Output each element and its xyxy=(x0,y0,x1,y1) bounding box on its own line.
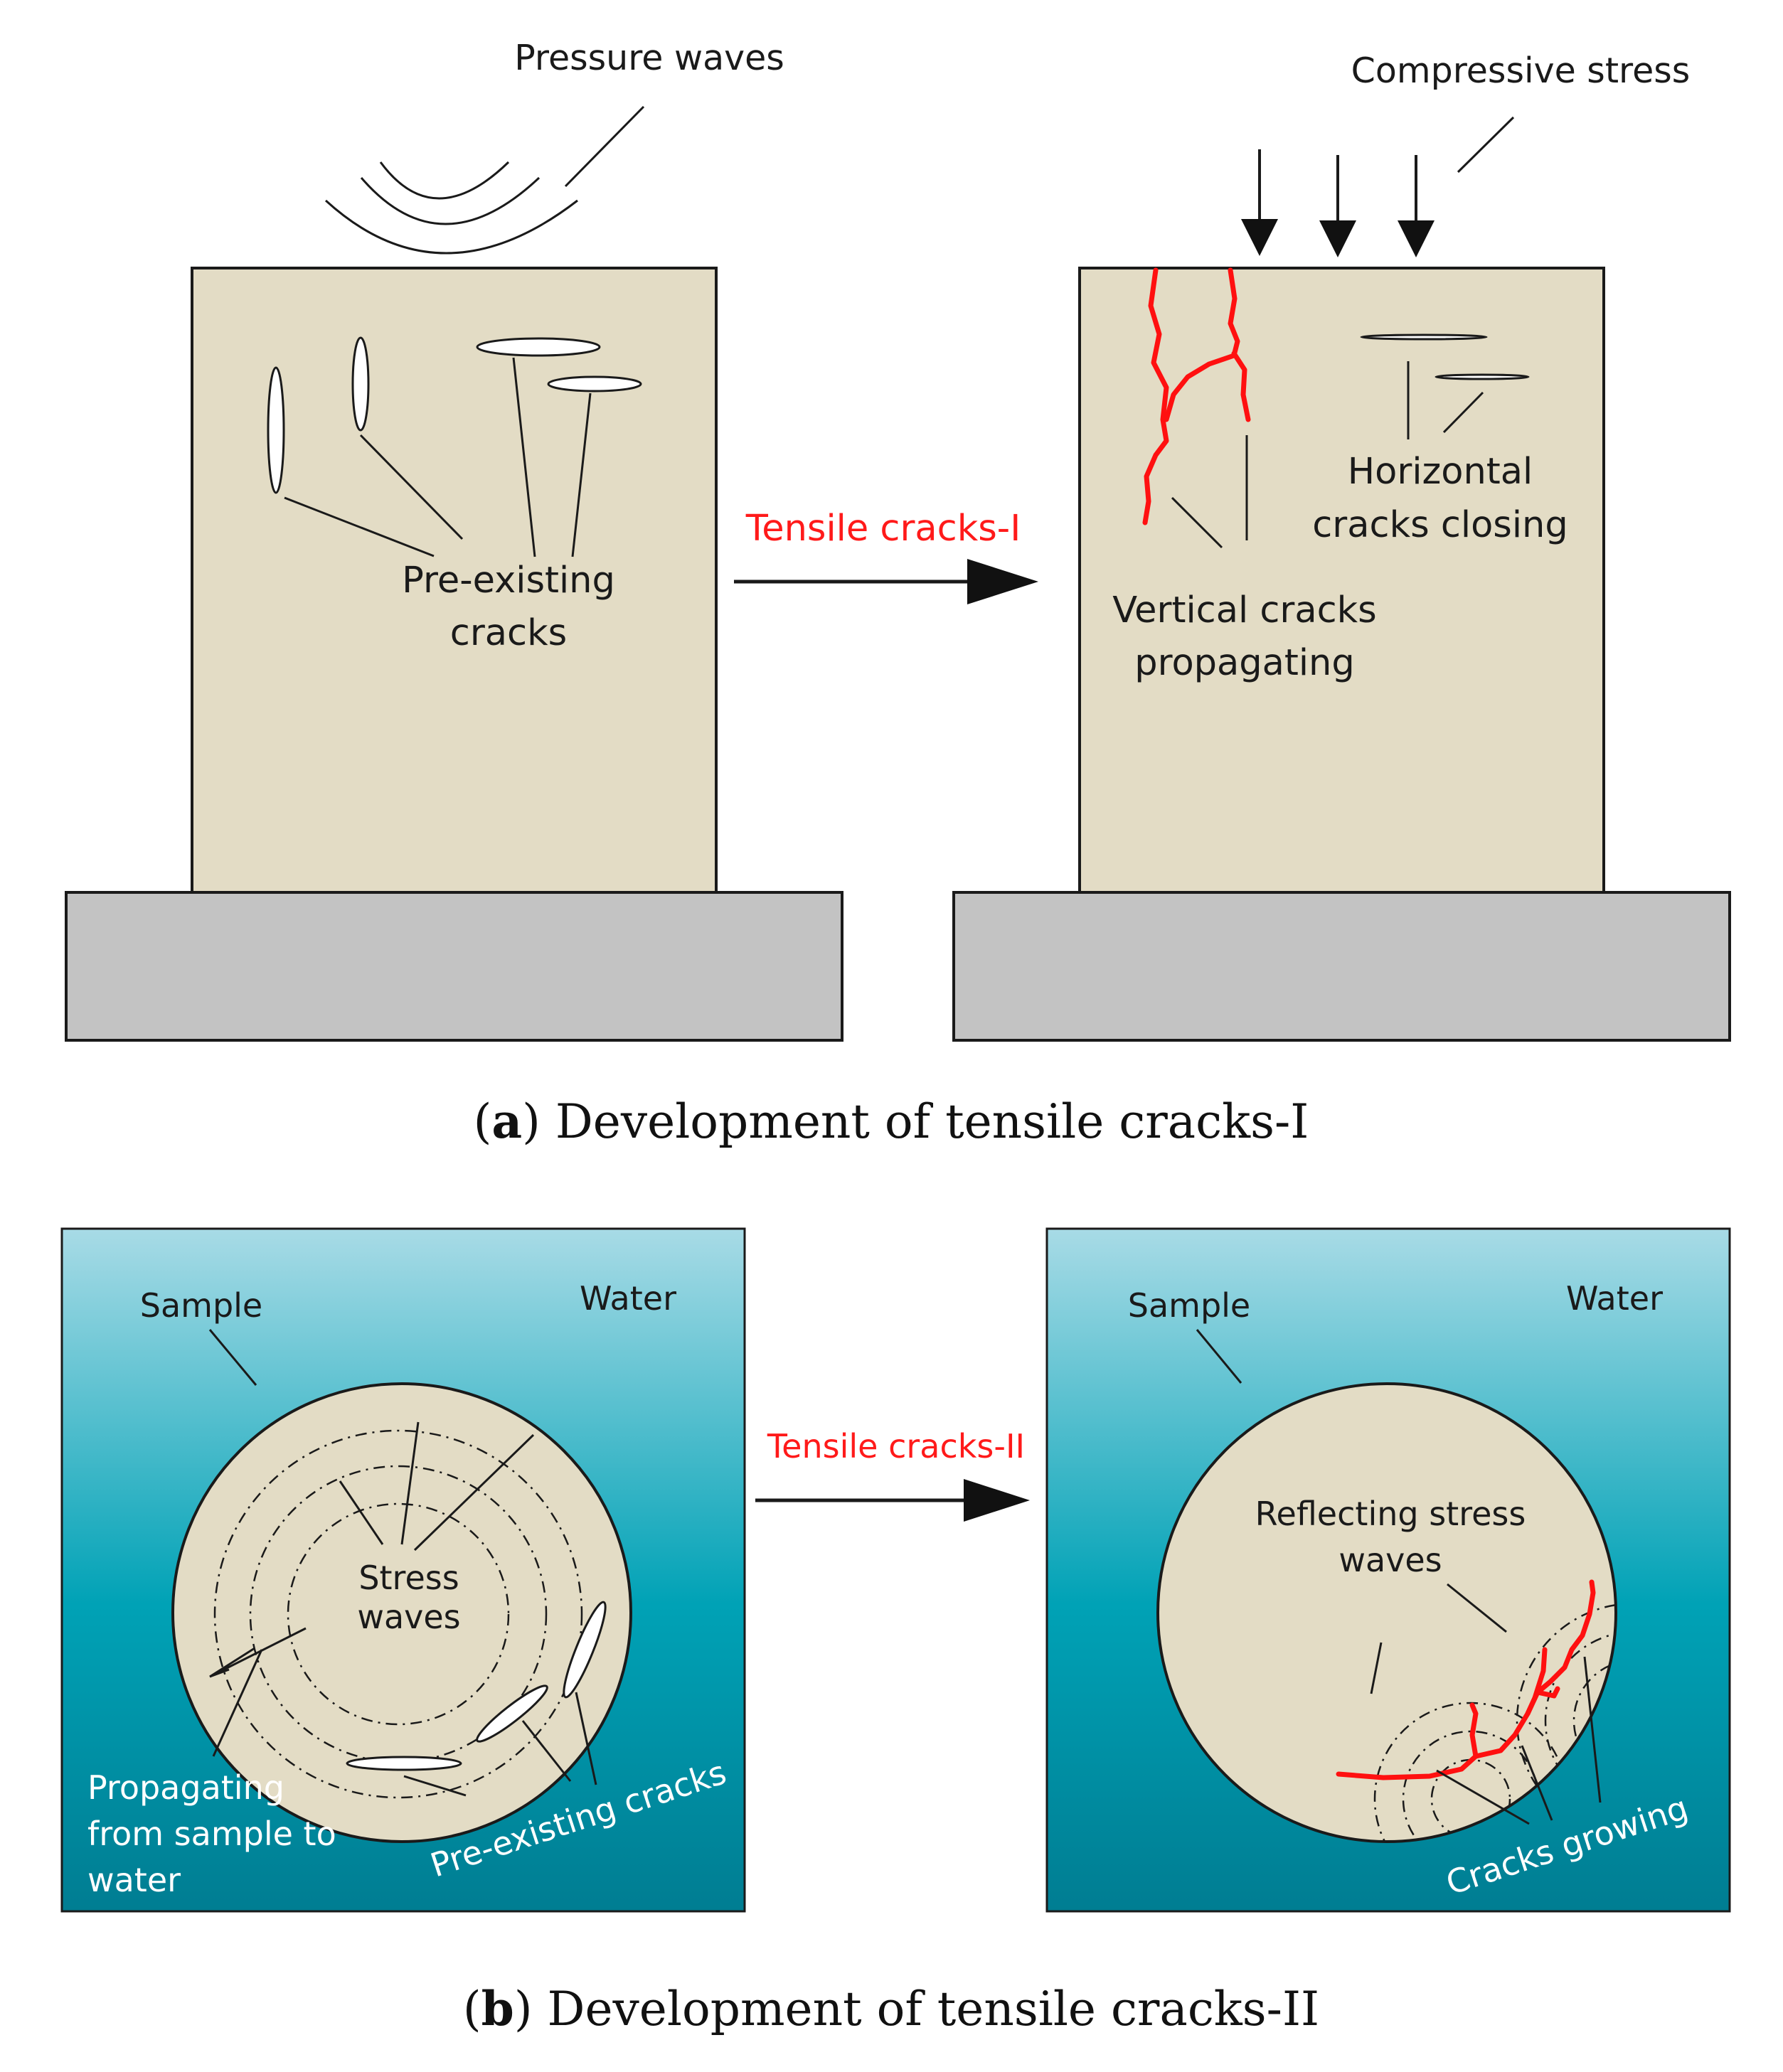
pre-existing-leader-4 xyxy=(571,392,592,557)
vertical-cracks-label-line2: propagating xyxy=(1134,642,1355,684)
specimen-right xyxy=(1078,267,1605,894)
propagating-leader-3 xyxy=(212,1649,263,1757)
stress-waves-leader-1 xyxy=(339,1480,384,1545)
reflecting-leader-2 xyxy=(1447,1583,1507,1633)
pre-existing-crack-2 xyxy=(351,336,370,432)
cracks-growing xyxy=(1336,1579,1596,1780)
compressive-stress-arrows-icon xyxy=(1241,149,1435,257)
pre-existing-leader-2 xyxy=(359,434,464,540)
sample-circle-left xyxy=(171,1382,632,1843)
vertical-cracks-label-line1: Vertical cracks xyxy=(1112,589,1377,631)
stress-waves-label-line2: waves xyxy=(357,1598,460,1636)
tensile-cracks-i-label: Tensile cracks-I xyxy=(745,508,1021,550)
pre-existing-crack-b3 xyxy=(346,1756,462,1771)
tensile-cracks-i-arrow-icon xyxy=(734,559,1038,604)
water-label-left: Water xyxy=(580,1279,676,1318)
base-right xyxy=(952,891,1731,1042)
pre-existing-crack-4 xyxy=(547,375,642,392)
pre-existing-crack-1 xyxy=(267,366,285,494)
pressure-waves-icon xyxy=(324,161,578,255)
horizontal-cracks-leader-2 xyxy=(1442,391,1484,434)
pre-existing-b-leader-2 xyxy=(521,1720,572,1782)
sample-right-leader xyxy=(1196,1329,1242,1384)
sample-label-left: Sample xyxy=(140,1286,262,1325)
cracks-growing-leader-2 xyxy=(1521,1745,1553,1821)
caption-b-text: Development of tensile cracks-II xyxy=(533,1982,1320,2036)
sample-left-leader xyxy=(208,1329,257,1386)
stress-waves-leader-3 xyxy=(413,1433,535,1552)
propagating-label-line2: from sample to xyxy=(87,1815,336,1853)
compressive-stress-label: Compressive stress xyxy=(1351,50,1691,91)
reflecting-leader-1 xyxy=(1370,1642,1383,1694)
tensile-cracks-ii-arrow-icon xyxy=(755,1479,1030,1522)
compressive-stress-leader xyxy=(1457,116,1515,173)
pressure-waves-label: Pressure waves xyxy=(514,38,784,78)
sample-label-right: Sample xyxy=(1128,1286,1250,1325)
pre-existing-leader-1 xyxy=(284,496,435,557)
horizontal-crack-2 xyxy=(1435,373,1530,380)
pre-existing-leader-3 xyxy=(512,357,536,557)
vertical-cracks xyxy=(1142,267,1251,525)
vertical-cracks-leader-1 xyxy=(1171,496,1223,549)
pre-existing-b-leader-1 xyxy=(575,1692,597,1785)
panel-b: Stress waves Propagating from sample to … xyxy=(60,1227,1731,2036)
base-left xyxy=(65,891,843,1042)
cracks-growing-leader-3 xyxy=(1583,1656,1602,1803)
sample-circle-right xyxy=(1156,1382,1617,1843)
pre-existing-crack-3 xyxy=(476,337,601,357)
cracks-growing-leader-1 xyxy=(1436,1769,1530,1825)
caption-a-text: Development of tensile cracks-I xyxy=(541,1094,1309,1149)
stress-waves-label-line1: Stress xyxy=(358,1559,459,1597)
propagating-label-line1: Propagating xyxy=(87,1768,284,1807)
tensile-cracks-ii-label: Tensile cracks-II xyxy=(767,1427,1025,1465)
reflecting-label-line2: waves xyxy=(1338,1541,1442,1579)
pre-existing-crack-b1 xyxy=(563,1601,607,1699)
caption-a-letter: a xyxy=(491,1094,522,1149)
caption-b: (b) Development of tensile cracks-II xyxy=(463,1981,1319,2036)
propagating-leader-2 xyxy=(209,1668,230,1678)
propagating-label-line3: water xyxy=(87,1861,181,1899)
reflecting-label-line1: Reflecting stress xyxy=(1255,1495,1526,1533)
horizontal-cracks-label-line2: cracks closing xyxy=(1312,504,1568,546)
pre-existing-crack-b2 xyxy=(476,1684,548,1743)
caption-b-letter: b xyxy=(481,1981,514,2036)
horizontal-crack-1 xyxy=(1360,333,1488,341)
caption-a: (a) Development of tensile cracks-I xyxy=(474,1094,1309,1149)
stress-waves-leader-2 xyxy=(400,1421,420,1545)
horizontal-cracks-label-line1: Horizontal xyxy=(1348,451,1533,493)
pre-existing-b-leader-3 xyxy=(403,1775,467,1797)
water-label-right: Water xyxy=(1566,1279,1663,1318)
pre-existing-cracks-label-line1: Pre-existing xyxy=(402,560,615,602)
pressure-waves-leader xyxy=(564,105,645,188)
panel-a: Pressure waves Pre-existing cracks Tensi… xyxy=(65,38,1731,1149)
pre-existing-cracks-label-line2: cracks xyxy=(450,612,567,654)
